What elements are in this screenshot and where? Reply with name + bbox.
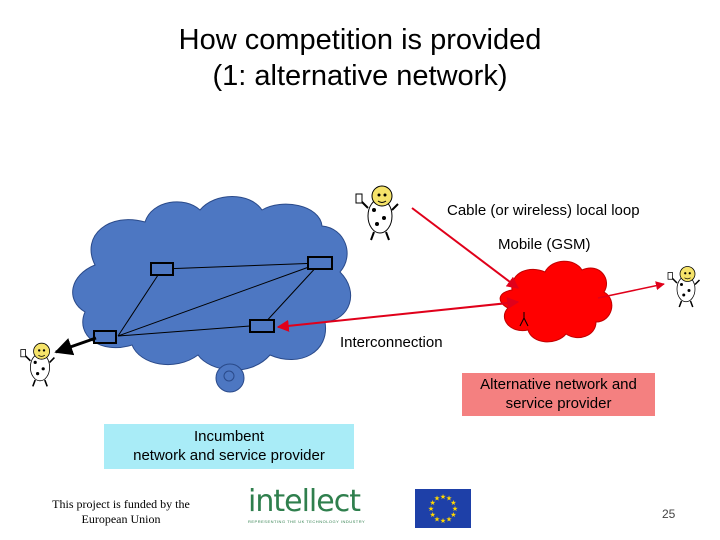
incumbent-network-cloud [72, 196, 352, 371]
switch-node-icon [249, 319, 275, 333]
eu-star-icon: ★ [450, 511, 456, 519]
antenna-icon [519, 312, 529, 327]
eu-star-icon: ★ [428, 505, 434, 513]
incumbent-box-line-1: Incumbent [193, 428, 265, 445]
switch-node-icon [93, 330, 117, 344]
link-left-mid [117, 325, 251, 337]
alternative-box-line-1: Alternative network and [480, 376, 637, 393]
funding-line-1: This project is funded by the [52, 497, 190, 511]
eu-star-icon: ★ [434, 515, 440, 523]
eu-star-icon: ★ [452, 505, 458, 513]
eu-star-icon: ★ [434, 495, 440, 503]
incumbent-subscriber-arrow [54, 336, 97, 356]
link-topleft-topright [161, 262, 321, 270]
eu-star-icon: ★ [429, 499, 435, 507]
interconnection-arrow [276, 297, 520, 332]
slide-title: How competition is provided (1: alternat… [0, 22, 720, 94]
person-phone-icon [19, 342, 56, 388]
eu-star-icon: ★ [446, 515, 452, 523]
intellect-logo-text: intellect [248, 484, 361, 519]
incumbent-box-line-2: network and service provider [133, 447, 325, 464]
link-left-topleft [117, 268, 163, 337]
mobile-link-arrow [597, 281, 665, 299]
cable-loop-arrow [411, 207, 519, 289]
intellect-logo-tagline: REPRESENTING THE UK TECHNOLOGY INDUSTRY [248, 519, 366, 524]
eu-star-icon: ★ [450, 499, 456, 507]
eu-star-icon: ★ [429, 511, 435, 519]
person-phone-icon [355, 185, 399, 241]
funding-line-2: European Union [81, 512, 161, 526]
switch-node-icon [307, 256, 333, 270]
title-line-2: (1: alternative network) [212, 60, 508, 92]
incumbent-provider-box: Incumbent network and service provider [104, 424, 354, 469]
title-line-1: How competition is provided [178, 24, 542, 56]
person-phone-icon [667, 265, 701, 308]
eu-star-icon: ★ [446, 495, 452, 503]
eu-star-icon: ★ [440, 517, 446, 525]
loop-symbol [215, 363, 245, 393]
eu-star-icon: ★ [440, 493, 446, 501]
loop-symbol-inner [223, 370, 235, 382]
link-topright-mid [261, 262, 321, 327]
link-left-topright [117, 262, 321, 337]
eu-flag-icon: ★★★★★★★★★★★★ [415, 489, 471, 528]
label-mobile: Mobile (GSM) [498, 236, 591, 253]
funding-note: This project is funded by the European U… [46, 497, 196, 527]
alternative-provider-box: Alternative network and service provider [462, 373, 655, 416]
switch-node-icon [150, 262, 174, 276]
label-cable-loop: Cable (or wireless) local loop [447, 202, 640, 219]
alternative-box-line-2: service provider [505, 395, 612, 412]
intellect-logo: intellect REPRESENTING THE UK TECHNOLOGY… [248, 484, 366, 525]
label-interconnection: Interconnection [340, 334, 443, 351]
eu-stars: ★★★★★★★★★★★★ [428, 493, 458, 525]
page-number: 25 [662, 507, 676, 521]
